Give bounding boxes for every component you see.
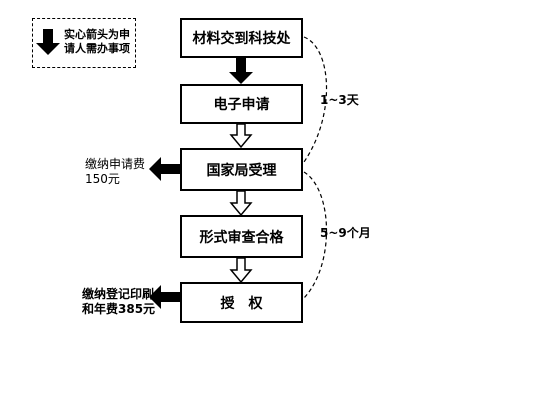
step-grant: 授 权 [180,282,303,323]
step-formal-examination: 形式审查合格 [180,215,303,258]
step-national-office-acceptance-label: 国家局受理 [206,162,277,179]
duration-short: 1~3天 [320,93,359,107]
fee-registration: 缴纳登记印刷 和年费385元 [82,287,155,317]
step-grant-label: 授 权 [220,295,263,312]
hollow-arrow-electronic-to-accept [229,123,253,149]
duration-long: 5~9个月 [320,226,371,240]
fee-application-line-1: 缴纳申请费 [85,157,146,171]
step-submit-materials-label: 材料交到科技处 [192,31,291,47]
legend-solid-arrow [36,29,60,55]
step-national-office-acceptance: 国家局受理 [180,148,303,191]
solid-arrow-registration-fee [149,285,180,309]
step-submit-materials: 材料交到科技处 [180,18,303,58]
fee-registration-line-2: 和年费385元 [82,302,156,316]
fee-application-line-2: 150元 [85,172,120,186]
legend-line-1: 实心箭头为申 [64,28,130,41]
solid-arrow-applicant-submit [229,58,253,84]
bracket-duration-short [303,36,328,163]
solid-arrow-application-fee [149,157,180,181]
legend-text: 实心箭头为申 请人需办事项 [64,28,130,56]
fee-registration-line-1: 缴纳登记印刷 [82,287,155,301]
legend-box [32,18,136,68]
legend-line-2: 请人需办事项 [64,42,130,55]
bracket-duration-long [303,171,328,299]
hollow-arrow-exam-to-grant [229,257,253,284]
step-formal-examination-label: 形式审查合格 [199,229,284,246]
step-electronic-application-label: 电子申请 [213,97,270,113]
fee-application: 缴纳申请费 150元 [85,157,145,187]
hollow-arrow-accept-to-exam [229,190,253,217]
step-electronic-application: 电子申请 [180,84,303,124]
